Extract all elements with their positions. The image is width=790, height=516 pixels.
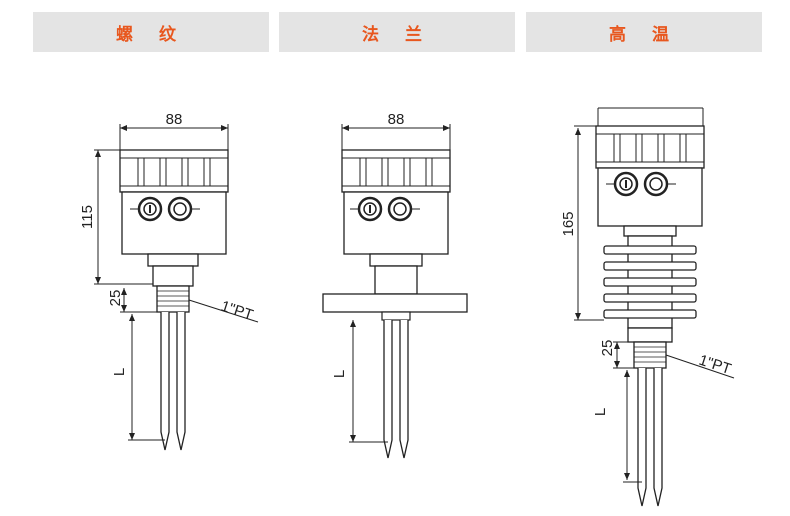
drawing-flanged: 88 L — [322, 111, 468, 459]
tab-high-temp[interactable]: 高 温 — [526, 12, 762, 52]
tab-flanged[interactable]: 法 兰 — [279, 12, 515, 52]
tab-threaded[interactable]: 螺 纹 — [33, 12, 269, 52]
height-dim-label: 115 — [79, 205, 96, 229]
length-label: L — [111, 368, 128, 376]
thread-dim-label: 25 — [599, 340, 616, 357]
length-label: L — [331, 370, 348, 378]
drawing-high-temp: 165 25 1"PT L — [560, 107, 735, 507]
thread-type-label: 1"PT — [697, 352, 733, 378]
thread-type-label: 1"PT — [219, 298, 255, 324]
height-dim-label: 165 — [560, 211, 577, 236]
drawing-threaded: 88 115 25 1"PT L — [79, 111, 259, 451]
length-label: L — [592, 408, 609, 416]
width-dim-label: 88 — [166, 111, 183, 128]
width-dim-label: 88 — [388, 111, 405, 128]
thread-dim-label: 25 — [107, 290, 124, 307]
